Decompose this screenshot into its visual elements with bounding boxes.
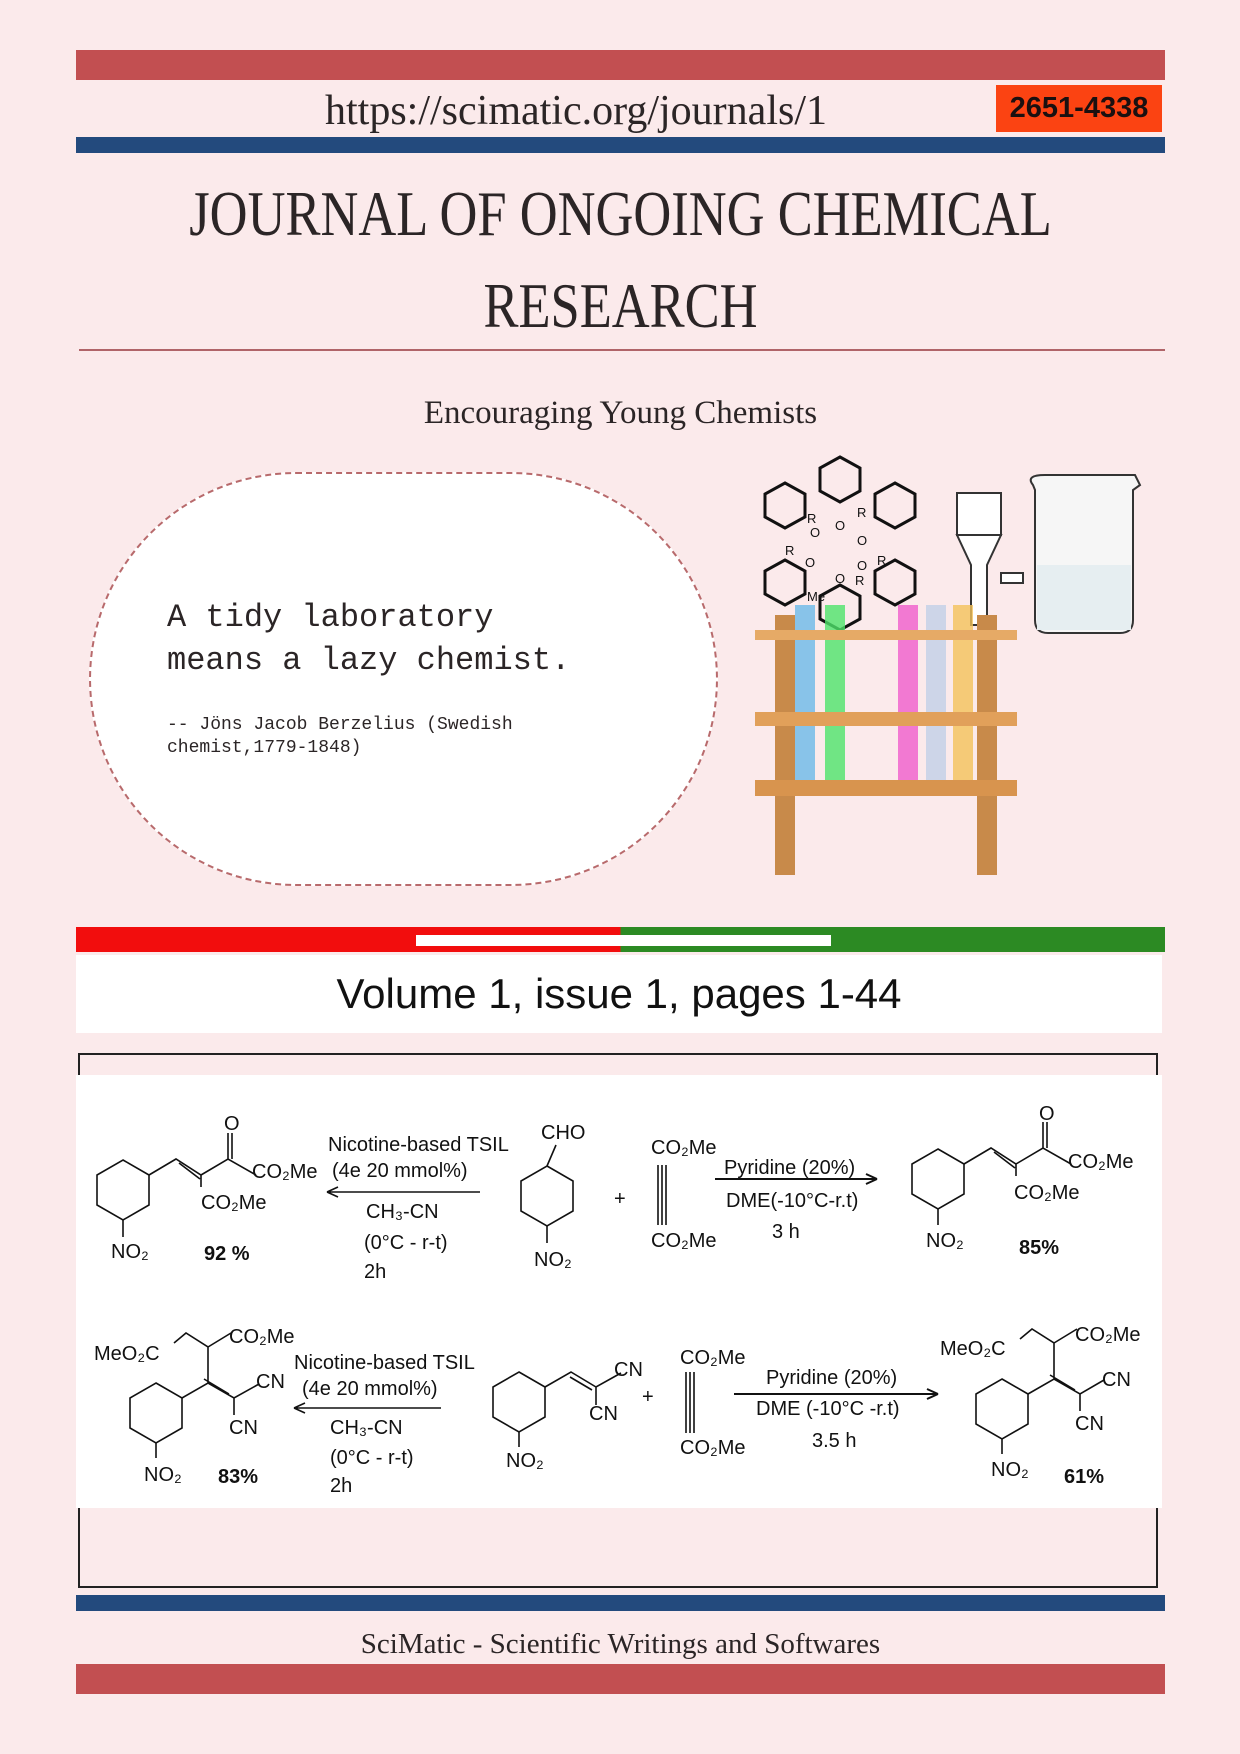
macrocycle-label: R — [855, 573, 864, 588]
r1-rc-solvent: DME(-10°C-r.t) — [726, 1190, 858, 1212]
title-line-1: JOURNAL OF ONGOING CHEMICAL — [189, 178, 1052, 249]
r1-lp-ester1: CO₂Me — [252, 1161, 318, 1183]
r1-lp-ester2: CO₂Me — [201, 1192, 267, 1214]
r1-rp-yield: 85% — [1019, 1237, 1059, 1259]
r2-lc-loading: (4e 20 mmol%) — [302, 1378, 438, 1400]
macrocycle-label: R — [807, 511, 816, 526]
issn-badge: 2651-4338 — [996, 85, 1162, 132]
macrocycle-label: O — [857, 558, 867, 573]
r2-rc-time: 3.5 h — [812, 1430, 856, 1452]
r2-lp-ester-right: CO₂Me — [229, 1326, 295, 1348]
funnel-image — [955, 492, 1024, 626]
r1-lc-loading: (4e 20 mmol%) — [332, 1160, 468, 1182]
r2-rc-solvent: DME (-10°C -r.t) — [756, 1398, 900, 1420]
r2-rp-ester-left: MeO₂C — [940, 1338, 1006, 1360]
title-line-2: RESEARCH — [483, 270, 758, 341]
r2-rp-cn1: CN — [1102, 1369, 1131, 1391]
r1-rc-time: 3 h — [772, 1221, 800, 1243]
beaker-image — [1029, 474, 1142, 634]
r2-lc-solvent: CH₃-CN — [330, 1417, 403, 1439]
scheme-labels: O CO₂Me CO₂Me NO₂ 92 % Nicotine-based TS… — [94, 1103, 1141, 1497]
r2-rp-nitro: NO₂ — [991, 1459, 1029, 1481]
r1-rc-catalyst: Pyridine (20%) — [724, 1157, 855, 1179]
r1-rp-ester2: CO₂Me — [1014, 1182, 1080, 1204]
r1-rp-oxo: O — [1039, 1103, 1055, 1125]
quote-attribution: -- Jöns Jacob Berzelius (Swedish chemist… — [167, 715, 513, 758]
chemistry-illustration: R R R R R O O O O O O Me — [755, 455, 1142, 875]
r1-lp-yield: 92 % — [204, 1243, 250, 1265]
r1-lp-oxo: O — [224, 1113, 240, 1135]
r2-lc-temp: (0°C - r-t) — [330, 1447, 414, 1469]
r1-rp-nitro: NO₂ — [926, 1230, 964, 1252]
macrocycle-label: O — [857, 533, 867, 548]
journal-title: JOURNAL OF ONGOING CHEMICAL RESEARCH — [76, 168, 1165, 352]
r2-rp-ester-right: CO₂Me — [1075, 1324, 1141, 1346]
macrocycle-label: O — [835, 518, 845, 533]
reaction-scheme: O CO₂Me CO₂Me NO₂ 92 % Nicotine-based TS… — [76, 1075, 1162, 1508]
r2-lp-cn1: CN — [256, 1371, 285, 1393]
r2-rc-catalyst: Pyridine (20%) — [766, 1367, 897, 1389]
quote-text: A tidy laboratory means a lazy chemist. — [167, 599, 571, 679]
r2-alkyne-bottom: CO₂Me — [680, 1437, 746, 1459]
bottom-red-bar — [76, 1664, 1165, 1694]
r2-rp-cn2: CN — [1075, 1413, 1104, 1435]
top-red-bar — [76, 50, 1165, 80]
r2-rp-yield: 61% — [1064, 1466, 1104, 1488]
bottom-blue-bar — [76, 1595, 1165, 1611]
scheme-bonds — [96, 1122, 1105, 1458]
macrocycle-label: R — [785, 543, 794, 558]
r2-lp-cn2: CN — [229, 1417, 258, 1439]
r1-aldehyde-nitro: NO₂ — [534, 1249, 572, 1271]
r1-lc-catalyst: Nicotine-based TSIL — [328, 1134, 509, 1156]
r2-lc-catalyst: Nicotine-based TSIL — [294, 1352, 475, 1374]
macrocycle-label: R — [877, 553, 886, 568]
r1-plus: + — [614, 1188, 626, 1210]
top-blue-bar — [76, 137, 1165, 153]
r1-lc-temp: (0°C - r-t) — [364, 1232, 448, 1254]
r2-lc-time: 2h — [330, 1475, 352, 1497]
macrocycle-label: O — [810, 525, 820, 540]
macrocycle-label: O — [835, 571, 845, 586]
r1-rp-ester1: CO₂Me — [1068, 1151, 1134, 1173]
publisher-footer: SciMatic - Scientific Writings and Softw… — [360, 1628, 881, 1660]
r2-lp-ester-left: MeO₂C — [94, 1343, 160, 1365]
r1-alkyne-top: CO₂Me — [651, 1137, 717, 1159]
journal-url[interactable]: https://scimatic.org/journals/1 — [324, 88, 827, 134]
macrocycle-label: O — [805, 555, 815, 570]
test-tube-rack-image — [755, 605, 1017, 875]
r2-plus: + — [642, 1386, 654, 1408]
r2-lp-yield: 83% — [218, 1466, 258, 1488]
r2-lp-nitro: NO₂ — [144, 1464, 182, 1486]
issue-label: Volume 1, issue 1, pages 1-44 — [76, 955, 1162, 1033]
macrocycle-label: Me — [807, 589, 825, 604]
macrocycle-label: R — [857, 505, 866, 520]
title-divider — [79, 349, 1165, 351]
r1-lc-solvent: CH₃-CN — [366, 1201, 439, 1223]
r2-alkene-cn1: CN — [614, 1359, 643, 1381]
r2-alkene-nitro: NO₂ — [506, 1450, 544, 1472]
r2-alkene-cn2: CN — [589, 1403, 618, 1425]
r1-lp-nitro: NO₂ — [111, 1241, 149, 1263]
tagline: Encouraging Young Chemists — [423, 395, 818, 431]
r2-alkyne-top: CO₂Me — [680, 1347, 746, 1369]
r1-lc-time: 2h — [364, 1261, 386, 1283]
r1-aldehyde-cho: CHO — [541, 1122, 585, 1144]
color-bar-stripe — [416, 935, 831, 946]
r1-alkyne-bottom: CO₂Me — [651, 1230, 717, 1252]
quote-bubble — [89, 472, 718, 886]
macrocycle-image: R R R R R O O O O O O Me — [763, 455, 917, 632]
